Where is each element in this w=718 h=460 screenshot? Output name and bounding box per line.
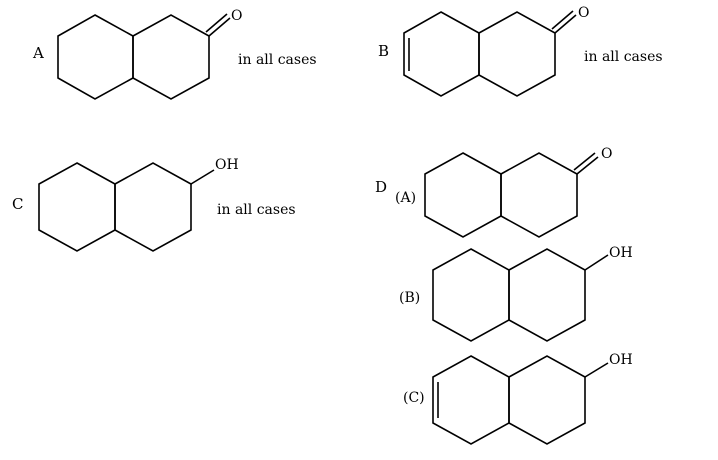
structure-d-b-decalol: OH [432,245,633,342]
hydroxyl-group-c: OH [215,157,239,173]
option-d-letter: D [375,178,387,196]
option-d-item-a: (A) O [395,146,612,238]
option-d-item-c: (C) OH [403,352,633,445]
structure-c-decalol: OH [38,157,239,252]
option-c-note: in all cases [217,202,296,218]
option-d: D (A) O (B) OH (C) [375,146,633,445]
option-d-item-b: (B) OH [399,245,633,342]
structure-b-octalone: O [403,5,589,97]
option-b-letter: B [378,42,389,60]
option-c-letter: C [12,195,23,213]
option-a: A O in all cases [32,8,317,100]
structure-d-a-decalone: O [424,146,612,238]
hydroxyl-group-d-c: OH [609,352,633,368]
option-a-note: in all cases [238,52,317,68]
option-b: B O in all cases [378,5,663,97]
oxygen-atom-a: O [231,8,242,24]
structure-a-decalone: O [57,8,242,100]
option-d-item-c-label: (C) [403,390,425,406]
oxygen-atom-d-a: O [601,146,612,162]
option-a-letter: A [32,44,44,62]
option-b-note: in all cases [584,49,663,65]
oxygen-atom-b: O [578,5,589,21]
structure-d-c-octalol: OH [432,352,633,445]
option-c: C OH in all cases [12,157,296,252]
option-d-item-b-label: (B) [399,290,420,306]
option-d-item-a-label: (A) [395,190,416,206]
hydroxyl-group-d-b: OH [609,245,633,261]
